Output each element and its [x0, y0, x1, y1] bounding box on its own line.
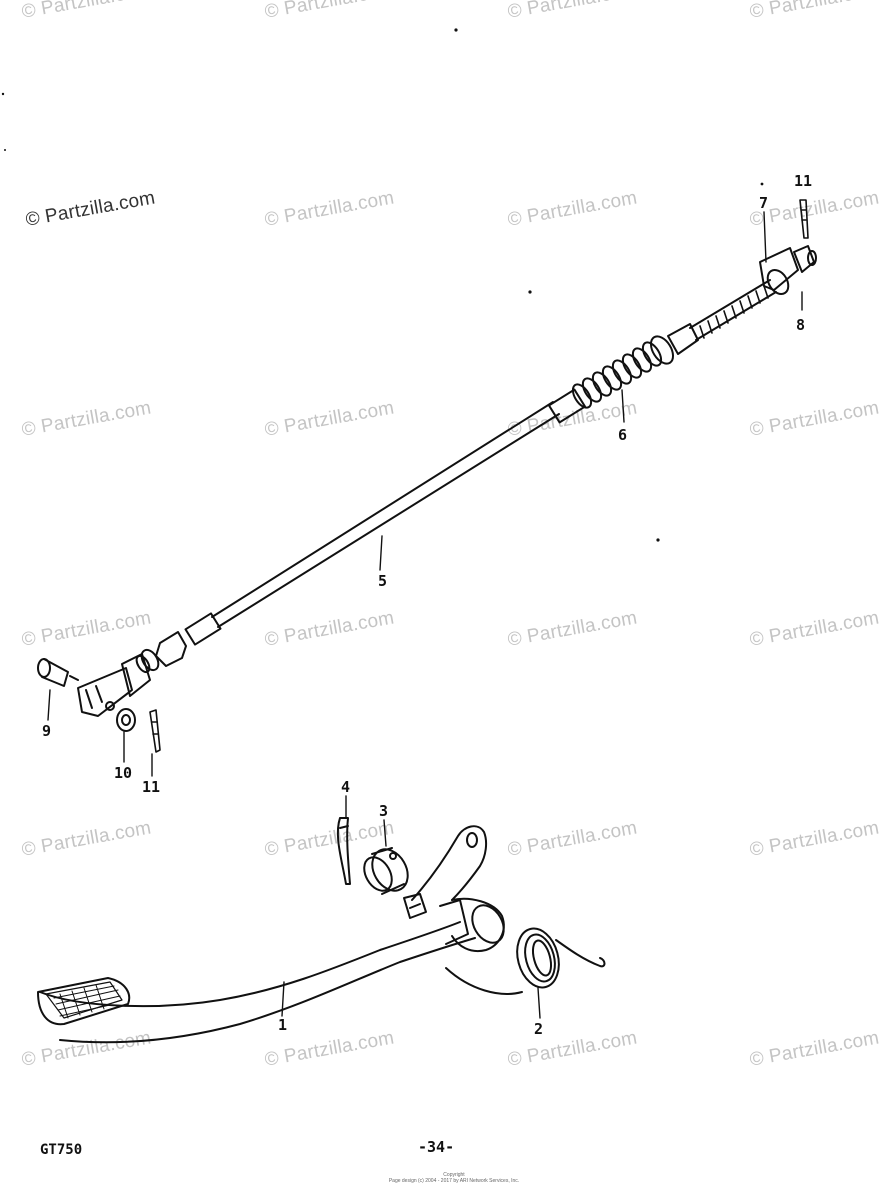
cotter-pin-4: [336, 817, 351, 885]
page-number: -34-: [418, 1138, 455, 1156]
copyright-line-2: Page design (c) 2004 - 2017 by ARI Netwo…: [388, 1178, 520, 1184]
collar: [363, 847, 409, 895]
callout-rod: 5: [378, 572, 388, 590]
copyright-line-1: Copyright: [443, 1172, 465, 1178]
return-spring: [445, 927, 606, 995]
callout-collar: 3: [379, 802, 389, 820]
callout-nut: 8: [796, 316, 806, 334]
clevis-pin: [37, 658, 79, 687]
callout-cotter-pin-left: 11: [142, 778, 161, 796]
scan-specks: [1, 28, 764, 542]
washer: [116, 708, 136, 732]
model-label: GT750: [40, 1142, 83, 1158]
cotter-pin-left: [149, 709, 161, 753]
callout-return-spring: 2: [534, 1020, 544, 1038]
cotter-pin-top: [799, 199, 809, 239]
rod-spring: [547, 279, 777, 424]
brake-pedal: [37, 825, 505, 1044]
callout-washer: 10: [114, 764, 133, 782]
leader-lines: [47, 211, 803, 1019]
callout-cotter-pin-4: 4: [341, 778, 351, 796]
callout-cotter-pin-top: 11: [794, 172, 813, 190]
callout-clevis-pin: 9: [42, 722, 52, 740]
copyright-notice: Copyright Page design (c) 2004 - 2017 by…: [384, 1172, 524, 1184]
callout-joint: 7: [759, 194, 769, 212]
callout-rod-spring: 6: [618, 426, 628, 444]
brake-rod: [77, 401, 560, 717]
callout-brake-pedal: 1: [278, 1016, 288, 1034]
joint: [759, 245, 817, 296]
